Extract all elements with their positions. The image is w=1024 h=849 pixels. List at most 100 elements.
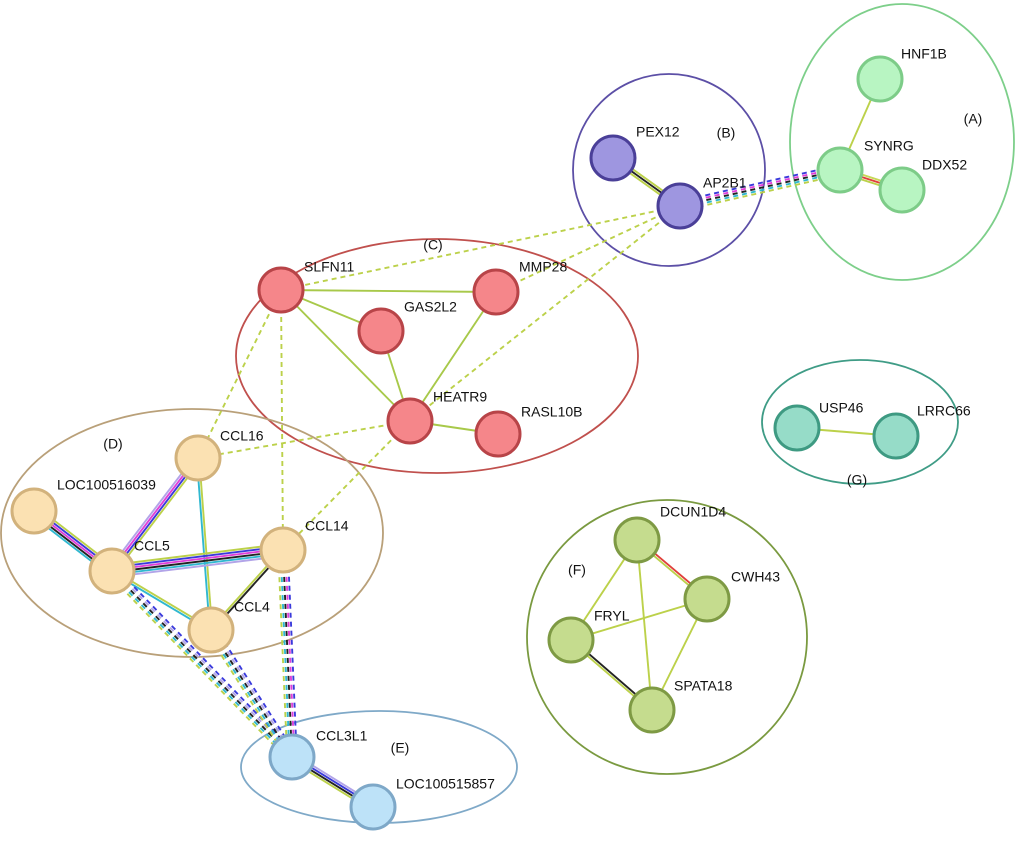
node-slfn11[interactable] [257,266,305,314]
node-label-cwh43: CWH43 [731,569,780,585]
edge-mmp28-heatr9 [409,291,497,422]
cluster-label-g: (G) [847,472,867,488]
node-spata18[interactable] [628,686,676,734]
edge-slfn11-ccl14 [280,289,284,551]
node-synrg[interactable] [816,146,864,194]
edge-strand [114,567,297,755]
node-pex12[interactable] [589,134,637,182]
cluster-outline-a [789,3,1015,281]
node-cwh43[interactable] [683,575,731,623]
node-label-ddx52: DDX52 [922,157,967,173]
edge-strand [206,632,289,761]
edge-cwh43-fryl [570,598,708,641]
node-ap2b1[interactable] [656,182,704,230]
edge-strand [108,455,196,570]
edge-strand [210,629,293,758]
edge-strand [112,458,200,573]
edge-ap2b1-mmp28 [495,205,681,293]
node-heatr9[interactable] [386,397,434,445]
edge-strand [110,456,198,571]
edge-strand [286,549,298,757]
node-label-heatr9: HEATR9 [433,389,487,405]
node-fryl[interactable] [547,616,595,664]
node-label-ccl4: CCL4 [234,599,270,615]
cluster-outline-b [572,73,766,267]
node-label-dcun1d4: DCUN1D4 [660,504,726,520]
edge-ccl5-ccl14 [111,543,284,578]
node-ddx52[interactable] [878,166,926,214]
node-loc100516039[interactable] [10,487,58,535]
edge-strand [111,547,283,571]
edge-strand [212,628,295,757]
node-loc100515857[interactable] [349,783,397,831]
edge-strand [195,458,211,631]
edge-ap2b1-synrg [678,164,842,212]
edge-strand [111,570,293,758]
edge-strand [680,171,841,210]
edge-strand [409,291,497,422]
edge-strand [109,572,291,760]
edge-strand [409,205,681,422]
edge-strand [280,205,681,291]
edge-strand [112,555,284,578]
node-label-spata18: SPATA18 [674,678,733,694]
edge-strand [679,166,840,205]
cluster-label-b: (B) [717,125,736,141]
node-ccl3l1[interactable] [268,733,316,781]
edge-strand [280,289,411,422]
node-label-ccl5: CCL5 [134,538,170,554]
node-dcun1d4[interactable] [613,516,661,564]
edge-ccl16-ccl4 [195,457,214,631]
node-ccl4[interactable] [187,606,235,654]
node-rasl10b[interactable] [474,410,522,458]
node-ccl14[interactable] [259,526,307,574]
edge-strand [280,289,284,551]
node-label-ccl3l1: CCL3L1 [316,728,368,744]
edge-strand [208,630,291,759]
node-label-slfn11: SLFN11 [304,259,355,275]
edge-strand [111,543,283,566]
node-gas2l2[interactable] [357,307,405,355]
node-ccl5[interactable] [88,547,136,595]
node-label-synrg: SYNRG [864,138,914,154]
edge-strand [277,550,289,758]
node-label-ccl14: CCL14 [305,518,349,534]
edge-heatr9-ccl14 [282,420,411,551]
node-usp46[interactable] [773,404,821,452]
node-label-loc100515857: LOC100515857 [396,776,495,792]
node-label-loc100516039: LOC100516039 [57,477,156,493]
edge-ccl16-ccl5 [108,455,202,574]
edge-strand [112,552,284,576]
edge-strand [197,289,282,459]
edge-strand [280,289,497,293]
edge-strand [636,539,653,711]
node-ccl16[interactable] [174,434,222,482]
edge-strand [282,420,411,551]
edge-strand [678,164,840,203]
edge-ap2b1-slfn11 [280,205,681,291]
node-label-lrrc66: LRRC66 [917,403,971,419]
edge-strand [679,169,841,207]
edge-slfn11-ccl16 [197,289,282,459]
cluster-outline-c [235,238,639,474]
edge-strand [279,550,291,758]
cluster-outline-g [761,359,959,485]
node-label-fryl: FRYL [594,608,630,624]
node-label-pex12: PEX12 [636,124,680,140]
node-lrrc66[interactable] [872,412,920,460]
node-hnf1b[interactable] [856,55,904,103]
edge-dcun1d4-spata18 [636,539,653,711]
edge-ccl14-ccl3l1 [277,549,298,758]
edge-strand [198,457,214,630]
edge-strand [111,545,283,569]
edge-strand [113,568,295,756]
protein-nodes [10,55,926,831]
edge-strand [680,173,842,212]
edge-ccl5-ccl3l1 [107,567,297,761]
node-mmp28[interactable] [472,268,520,316]
edge-slfn11-heatr9 [280,289,411,422]
edge-ap2b1-heatr9 [409,205,681,422]
edge-strand [107,573,290,761]
cluster-label-e: (E) [391,740,410,756]
